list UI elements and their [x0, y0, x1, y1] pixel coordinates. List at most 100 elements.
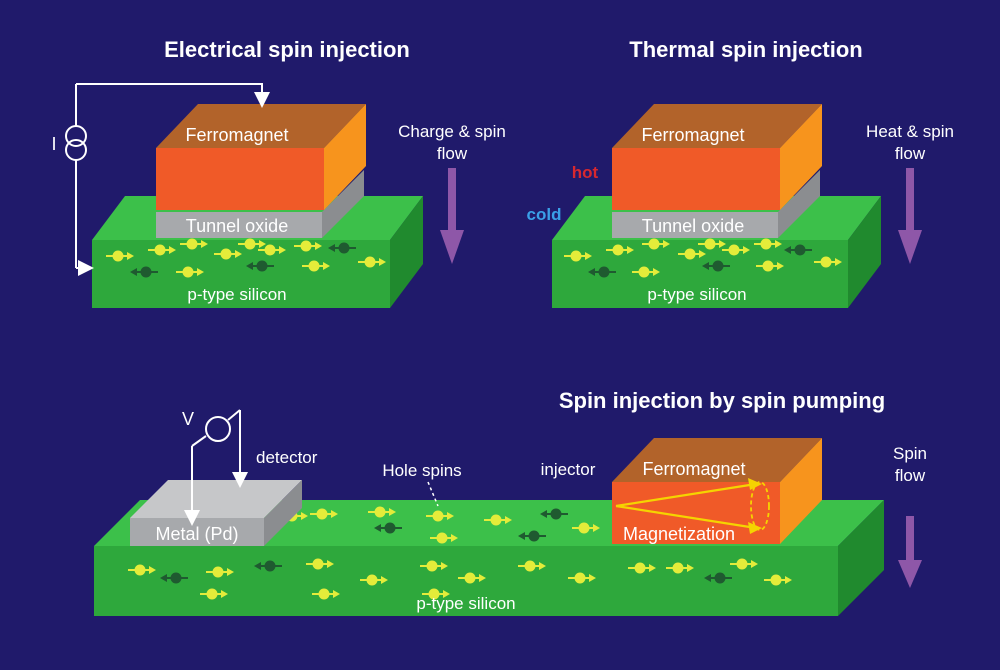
spin-up-icon: [518, 560, 546, 572]
thermal-panel: Thermal spin injection p-type silicon Tu…: [527, 37, 954, 308]
thermal-oxide-layer: [612, 170, 820, 238]
spin-up-icon: [358, 256, 386, 268]
electrical-flow-arrow-icon: [440, 168, 464, 264]
electrical-oxide-layer: [156, 170, 364, 238]
pumping-flow-label-line1: Spin: [893, 444, 927, 463]
spin-down-icon: [784, 244, 812, 256]
spin-up-icon: [754, 238, 782, 250]
spin-up-icon: [632, 266, 660, 278]
spin-up-icon: [814, 256, 842, 268]
thermal-ferromagnet-block: [612, 104, 822, 210]
spin-down-icon: [328, 242, 356, 254]
spin-up-icon: [238, 238, 266, 250]
spin-down-icon: [704, 572, 732, 584]
current-source-circuit: [65, 83, 270, 276]
voltage-label: V: [182, 409, 194, 429]
spin-up-icon: [148, 244, 176, 256]
spin-up-icon: [572, 522, 600, 534]
spin-up-icon: [568, 572, 596, 584]
pumping-title: Spin injection by spin pumping: [559, 388, 885, 413]
voltmeter-circuit: [184, 409, 248, 526]
pumping-silicon-label: p-type silicon: [416, 594, 515, 613]
spin-up-icon: [206, 566, 234, 578]
spin-down-icon: [130, 266, 158, 278]
thermal-silicon-label: p-type silicon: [647, 285, 746, 304]
spin-up-icon: [756, 260, 784, 272]
spin-down-icon: [588, 266, 616, 278]
spin-down-icon: [246, 260, 274, 272]
spin-down-icon: [374, 522, 402, 534]
thermal-flow-arrow-icon: [898, 168, 922, 264]
metal-pd-pad: [130, 480, 302, 546]
hot-label: hot: [572, 163, 599, 182]
spin-up-icon: [420, 560, 448, 572]
current-source-icon: [65, 125, 87, 147]
hole-spins-label: Hole spins: [382, 461, 461, 480]
electrical-ferromagnet-block: [156, 104, 366, 210]
electrical-panel: Electrical spin injection p-type silicon…: [51, 37, 506, 308]
thermal-ferromagnet-label: Ferromagnet: [641, 125, 744, 145]
spin-up-icon: [214, 248, 242, 260]
spin-up-icon: [730, 558, 758, 570]
spin-up-icon: [606, 244, 634, 256]
voltmeter-icon: [205, 416, 231, 442]
spin-down-icon: [254, 560, 282, 572]
magnetization-precession-icon: [615, 478, 770, 534]
spin-down-icon: [702, 260, 730, 272]
electrical-oxide-label: Tunnel oxide: [186, 216, 288, 236]
electrical-spins: [106, 238, 386, 278]
electrical-flow-label-line2: flow: [437, 144, 468, 163]
thermal-oxide-label: Tunnel oxide: [642, 216, 744, 236]
pumping-spins: [128, 506, 792, 600]
thermal-flow-label-line2: flow: [895, 144, 926, 163]
spin-up-icon: [176, 266, 204, 278]
electrical-ferromagnet-label: Ferromagnet: [185, 125, 288, 145]
thermal-spins: [564, 238, 842, 278]
spin-up-icon: [310, 508, 338, 520]
spin-down-icon: [518, 530, 546, 542]
thermal-title: Thermal spin injection: [629, 37, 862, 62]
spin-up-icon: [430, 532, 458, 544]
magnetization-label: Magnetization: [623, 524, 735, 544]
spin-up-icon: [722, 244, 750, 256]
thermal-flow-label-line1: Heat & spin: [866, 122, 954, 141]
spin-up-icon: [458, 572, 486, 584]
metal-label: Metal (Pd): [155, 524, 238, 544]
spin-up-icon: [484, 514, 512, 526]
pumping-flow-label-line2: flow: [895, 466, 926, 485]
electrical-silicon-label: p-type silicon: [187, 285, 286, 304]
spin-up-icon: [180, 238, 208, 250]
spin-up-icon: [426, 510, 454, 522]
injector-label: injector: [541, 460, 596, 479]
spin-up-icon: [360, 574, 388, 586]
spin-up-icon: [642, 238, 670, 250]
spin-up-icon: [368, 506, 396, 518]
detector-label: detector: [256, 448, 318, 467]
spin-up-icon: [306, 558, 334, 570]
spin-up-icon: [764, 574, 792, 586]
spin-up-icon: [106, 250, 134, 262]
spin-down-icon: [160, 572, 188, 584]
spin-up-icon: [698, 238, 726, 250]
spin-up-icon: [628, 562, 656, 574]
spin-up-icon: [666, 562, 694, 574]
pumping-flow-arrow-icon: [898, 516, 922, 588]
spin-up-icon: [678, 248, 706, 260]
spin-up-icon: [302, 260, 330, 272]
spin-down-icon: [540, 508, 568, 520]
spin-up-icon: [258, 244, 286, 256]
spin-up-icon: [200, 588, 228, 600]
spin-up-icon: [128, 564, 156, 576]
spin-up-icon: [422, 588, 450, 600]
spin-up-icon: [312, 588, 340, 600]
electrical-flow-label-line1: Charge & spin: [398, 122, 506, 141]
electrical-title: Electrical spin injection: [164, 37, 410, 62]
hole-spins-pointer: [427, 481, 439, 507]
spin-up-icon: [294, 240, 322, 252]
pumping-panel: Spin injection by spin pumping p-type si…: [94, 388, 927, 616]
cold-label: cold: [527, 205, 562, 224]
pumping-ferromagnet-label: Ferromagnet: [642, 459, 745, 479]
spin-up-icon: [564, 250, 592, 262]
current-label: I: [51, 134, 56, 154]
